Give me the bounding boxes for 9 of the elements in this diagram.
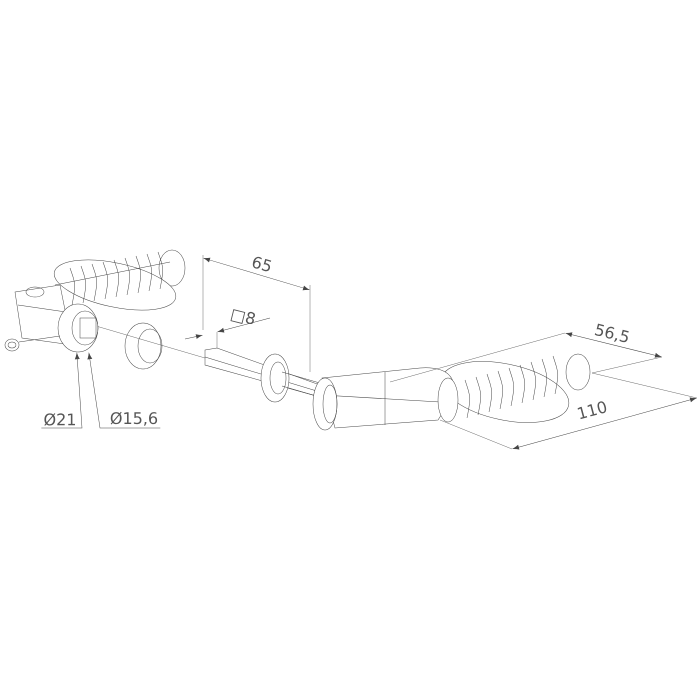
door-handle-drawing bbox=[4, 250, 186, 352]
dimension-label: Ø21 bbox=[44, 413, 75, 426]
dimension-label: 110 bbox=[578, 401, 606, 420]
dimension-label: 65 bbox=[252, 256, 272, 272]
dimension-label: 56,5 bbox=[594, 324, 629, 342]
dimension-label: □8 bbox=[230, 309, 255, 324]
dimension-label: Ø15,6 bbox=[110, 412, 158, 426]
leader-line bbox=[41, 353, 82, 428]
leader-line bbox=[87, 353, 161, 428]
